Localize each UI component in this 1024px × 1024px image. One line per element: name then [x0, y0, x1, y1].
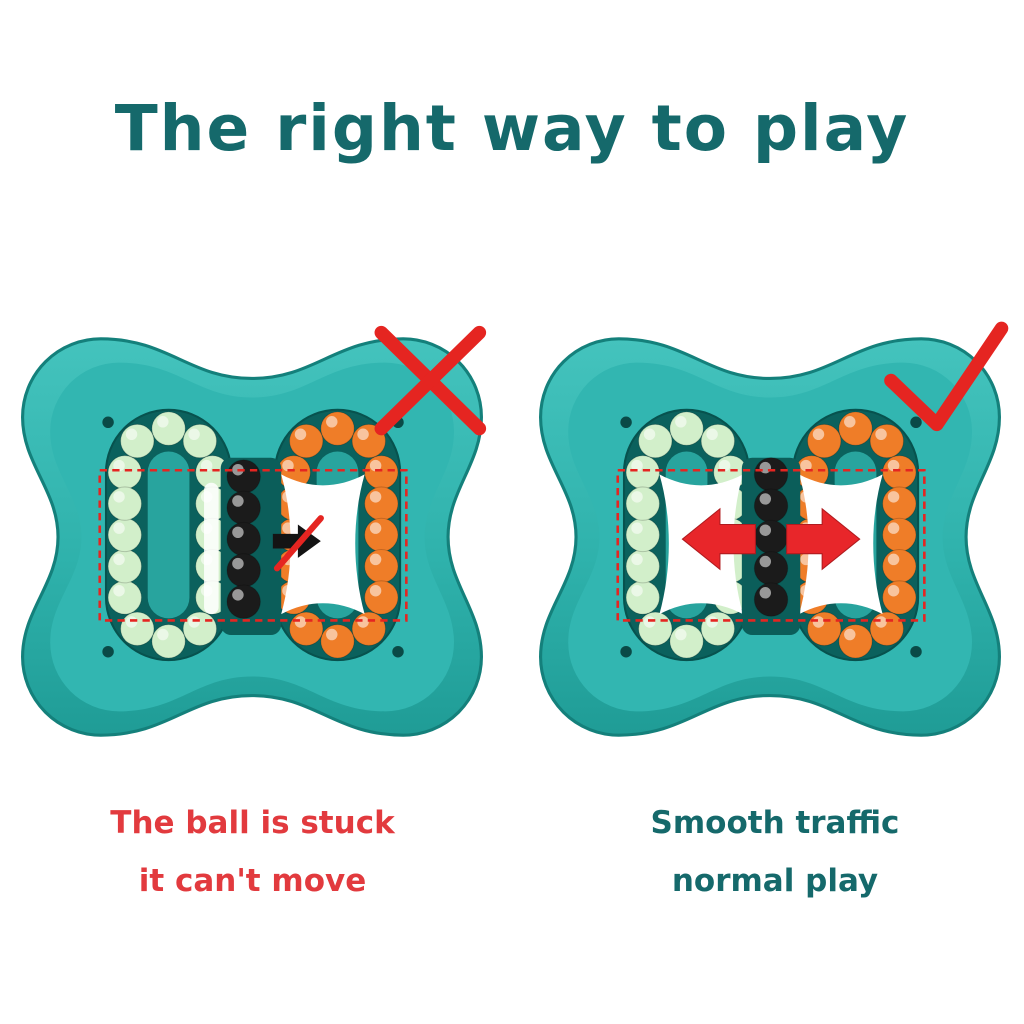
screw-icon: [102, 416, 114, 429]
bead: [120, 611, 155, 646]
screw-icon: [620, 416, 632, 429]
bead: [226, 584, 261, 619]
screw-icon: [620, 645, 632, 658]
bead: [107, 580, 142, 615]
bead: [625, 486, 660, 521]
bead: [226, 459, 261, 494]
bead: [753, 582, 789, 617]
bead: [869, 423, 905, 459]
bead: [638, 423, 673, 459]
bead: [625, 517, 660, 553]
bead: [869, 611, 905, 646]
bead: [289, 423, 324, 459]
black-beads: [753, 457, 789, 617]
bead: [107, 517, 142, 553]
bead: [882, 580, 917, 615]
bead: [364, 580, 399, 615]
bead: [364, 455, 399, 490]
bead: [807, 423, 842, 459]
white-plate-left: [204, 482, 219, 615]
bead: [625, 455, 660, 490]
caption-line-2: it can't move: [138, 863, 367, 899]
bead: [753, 488, 789, 523]
bead: [107, 548, 142, 584]
caption-blocked: The ball is stuck it can't move: [0, 794, 505, 910]
bead: [151, 411, 186, 446]
bead: [320, 624, 355, 659]
bead: [882, 517, 917, 553]
bead: [753, 551, 789, 586]
dashed-guide-box: [98, 468, 408, 622]
center-mechanism-blocked: [204, 457, 365, 636]
bead: [753, 457, 789, 492]
bead: [625, 548, 660, 584]
bead: [838, 624, 873, 659]
bead: [226, 553, 261, 588]
screw-icon: [910, 416, 922, 429]
bead: [669, 624, 704, 659]
caption-normal: Smooth traffic normal play: [535, 794, 1015, 910]
bead: [226, 490, 261, 526]
bead: [320, 411, 355, 446]
bead: [838, 411, 873, 446]
bead: [882, 455, 917, 490]
bead: [700, 423, 736, 459]
toy-photo-normal: [539, 321, 1009, 737]
bead: [289, 611, 324, 646]
bead: [151, 624, 186, 659]
bead: [807, 611, 842, 646]
bead: [182, 423, 218, 459]
bead: [226, 521, 261, 557]
white-plate-right: [281, 474, 365, 615]
bead: [882, 486, 917, 521]
page-title: The right way to play: [114, 92, 910, 165]
bead: [882, 548, 917, 584]
cross-icon: [374, 325, 487, 436]
no-move-slash-icon: [273, 515, 324, 572]
check-icon: [884, 321, 1009, 432]
bead: [669, 411, 704, 446]
caption-line-2: normal play: [671, 863, 879, 899]
bead: [364, 517, 399, 553]
flow-arrow-left-icon: [681, 507, 756, 571]
screws: [620, 416, 922, 658]
bead: [107, 486, 142, 521]
bead: [700, 611, 736, 646]
black-beads: [226, 459, 261, 619]
left-track-island: [147, 451, 190, 619]
bead: [364, 486, 399, 521]
flow-arrow-right-icon: [786, 507, 861, 571]
screw-icon: [392, 645, 404, 658]
bead: [753, 519, 789, 555]
bead: [107, 455, 142, 490]
bead: [351, 611, 387, 646]
dashed-guide-box: [616, 468, 926, 622]
bead: [364, 548, 399, 584]
bead: [638, 611, 673, 646]
screw-icon: [102, 645, 114, 658]
bead: [120, 423, 155, 459]
bead: [625, 580, 660, 615]
caption-line-1: Smooth traffic: [650, 805, 900, 841]
screw-icon: [910, 645, 922, 658]
toy-photo-blocked: [21, 325, 487, 737]
bead: [182, 611, 218, 646]
center-mechanism-normal: [659, 457, 883, 636]
caption-line-1: The ball is stuck: [110, 805, 395, 841]
